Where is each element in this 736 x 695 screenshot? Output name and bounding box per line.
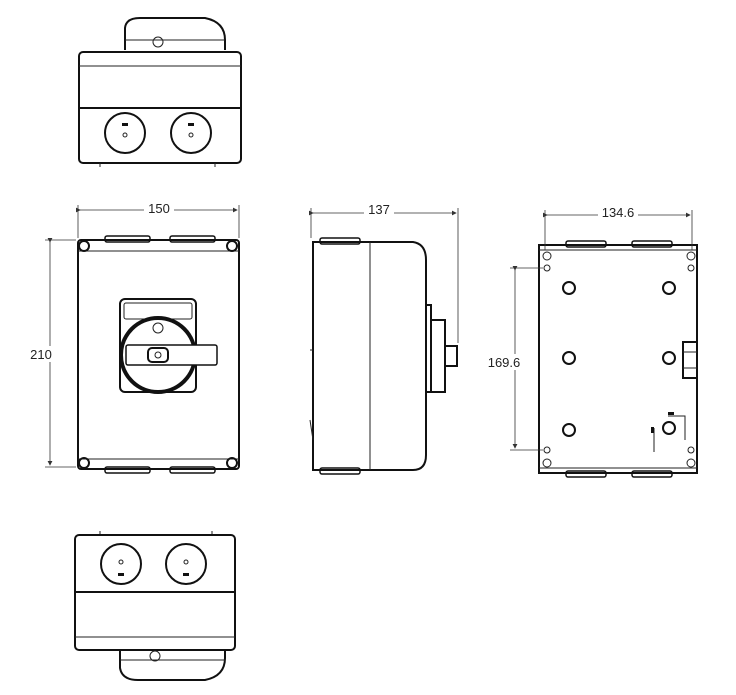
enclosure-side [312, 241, 427, 471]
cable-gland-icon [104, 112, 146, 154]
dimension-rear-width-label: 134.6 [602, 205, 635, 220]
top-view [78, 17, 242, 167]
cable-gland-icon [165, 543, 207, 585]
front-view: 150 210 [28, 200, 240, 474]
cable-gland-icon [170, 112, 212, 154]
rotary-lever [125, 344, 218, 366]
handle-side [430, 319, 446, 393]
dimension-width-label: 150 [148, 201, 170, 216]
rear-bracket [682, 341, 698, 379]
side-view: 137 [309, 202, 459, 475]
rear-view: 134.6 169.6 [486, 205, 698, 478]
cable-gland-icon [100, 543, 142, 585]
handle-bottom [119, 650, 226, 681]
dimension-depth-label: 137 [368, 202, 390, 217]
dimension-hole-spacing-label: 169.6 [488, 355, 521, 370]
mounting-hole-icon [542, 251, 696, 468]
screw-icon [78, 240, 238, 469]
bottom-view [74, 531, 236, 681]
handle-top [124, 17, 226, 50]
enclosure-front [77, 239, 240, 470]
dimension-height-label: 210 [30, 347, 52, 362]
